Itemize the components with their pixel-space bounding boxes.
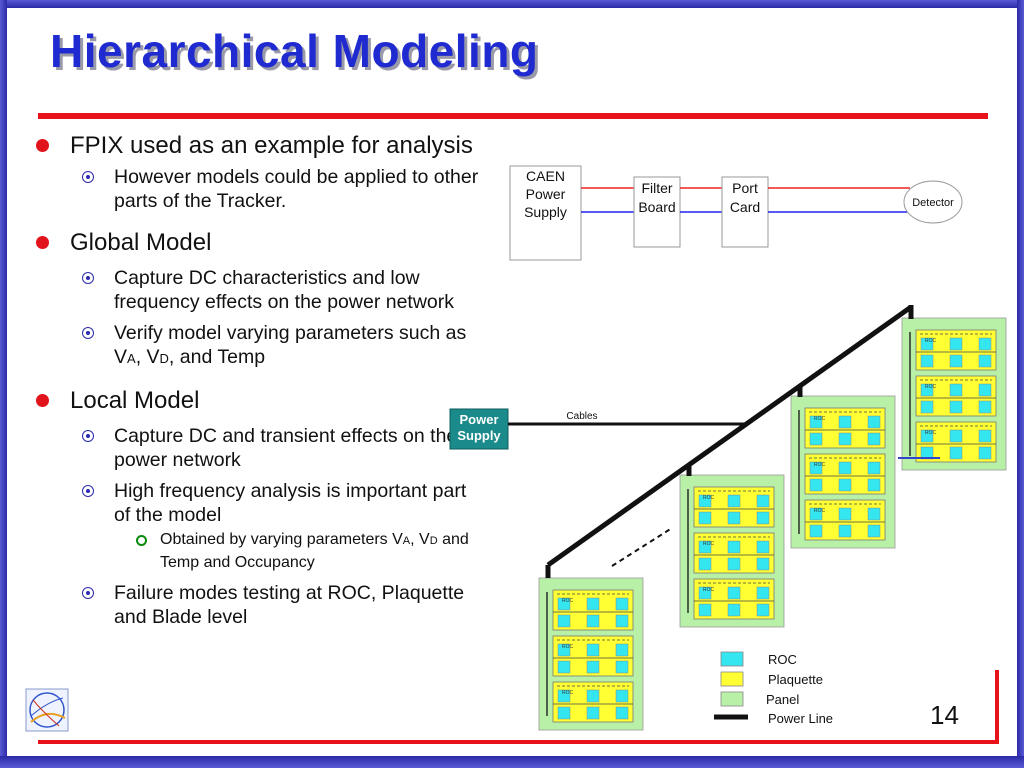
power-supply-label-1: Power [459,412,498,427]
sub-bullet-verify-pre: Verify model varying parameters such as … [114,322,467,368]
legend-power-line-label: Power Line [768,711,833,726]
roc-tag: ROC [814,416,826,422]
subscript-d: D [159,351,169,366]
roc-tag: ROC [703,495,715,501]
roc-tag: ROC [562,598,574,604]
roc-tag: ROC [703,587,715,593]
target-bullet-icon [82,430,94,442]
sub-bullet-failure-modes: Failure modes testing at ROC, Plaquette … [30,581,480,629]
legend-panel-swatch [720,691,744,707]
port-card-box [721,176,769,248]
panel-mid-right [791,396,895,548]
port-label-2: Card [730,199,760,215]
bullet-fpix: FPIX used as an example for analysis [30,130,480,161]
bullet-list: FPIX used as an example for analysis How… [30,130,480,636]
roc-tag: ROC [562,644,574,650]
roc-tag: ROC [814,462,826,468]
roc-tag: ROC [562,690,574,696]
roc-tag: ROC [925,430,937,436]
caen-power-supply-box [509,165,582,261]
dashed-continuation-line [611,527,673,567]
legend-plaquette-swatch [720,671,744,687]
slide-title: Hierarchical Modeling [50,25,539,77]
sub-bullet-high-frequency-text: High frequency analysis is important par… [114,480,467,526]
bullet-global-model: Global Model [30,227,480,258]
sub-bullet-transient-text: Capture DC and transient effects on the … [114,425,458,471]
roc-tag: ROC [925,338,937,344]
target-bullet-icon [82,272,94,284]
panel-mid-left [680,475,784,627]
target-bullet-icon [82,587,94,599]
slide-frame-right [1017,0,1024,768]
sub-sub-bullet-post: and Temp and Occupancy [160,531,469,571]
port-label-1: Port [732,180,758,196]
filter-board-box [633,176,681,248]
power-supply-label-2: Supply [457,428,501,443]
sub-sub-bullet-varying: Obtained by varying parameters VA, VD an… [30,529,480,573]
detector-label: Detector [912,197,954,209]
sub-sub-bullet-pre: Obtained by varying parameters V [160,531,403,548]
cms-logo-icon [25,688,69,732]
sub-bullet-verify-model: Verify model varying parameters such as … [30,321,480,371]
caen-label-1: CAEN [526,168,565,184]
subscript-d: D [429,535,438,547]
cables-label: Cables [566,411,597,422]
target-bullet-icon [82,171,94,183]
roc-tag: ROC [925,384,937,390]
sub-sub-bullet-mid: , V [410,531,430,548]
corner-rule-horizontal [38,740,999,744]
caen-label-3: Supply [524,204,567,220]
bullet-global-model-text: Global Model [70,229,212,256]
sub-bullet-verify-post: , and Temp [168,346,266,368]
bullet-dot-icon [36,394,49,407]
slide-frame-top [0,0,1024,8]
title-underline [38,113,988,119]
bullet-dot-icon [36,236,49,249]
legend-roc-swatch [720,651,744,667]
panel-bottom-left [539,578,643,730]
sub-bullet-transient: Capture DC and transient effects on the … [30,424,480,472]
legend-roc-label: ROC [768,652,797,667]
power-supply-box [449,408,509,450]
legend-plaquette-label: Plaquette [768,672,823,687]
roc-tag: ROC [703,541,715,547]
subscript-a: A [127,351,136,366]
bullet-fpix-text: FPIX used as an example for analysis [70,132,473,159]
slide-frame-left [0,0,7,768]
caen-label-2: Power [526,186,566,202]
sub-bullet-failure-modes-text: Failure modes testing at ROC, Plaquette … [114,582,465,628]
panel-top-right [902,318,1006,470]
target-bullet-icon [82,485,94,497]
ring-bullet-icon [136,535,147,546]
subscript-a: A [402,535,411,547]
detector-ellipse [903,180,963,224]
filter-label-1: Filter [641,180,672,196]
sub-bullet-capture-dc-text: Capture DC characteristics and low frequ… [114,267,455,313]
slide-frame-bottom [0,756,1024,768]
filter-label-2: Board [638,199,675,215]
bullet-local-model-text: Local Model [70,387,200,414]
legend-panel-label: Panel [766,692,799,707]
sub-bullet-other-parts-text: However models could be applied to other… [114,166,479,212]
sub-bullet-capture-dc: Capture DC characteristics and low frequ… [30,266,480,314]
page-number: 14 [930,700,959,730]
sub-bullet-other-parts: However models could be applied to other… [30,165,480,213]
bullet-local-model: Local Model [30,385,480,416]
target-bullet-icon [82,327,94,339]
bullet-dot-icon [36,139,49,152]
main-power-line [546,304,913,568]
roc-tag: ROC [814,508,826,514]
sub-bullet-verify-mid: , V [135,346,160,368]
corner-rule-vertical [995,670,999,742]
sub-bullet-high-frequency: High frequency analysis is important par… [30,479,480,527]
